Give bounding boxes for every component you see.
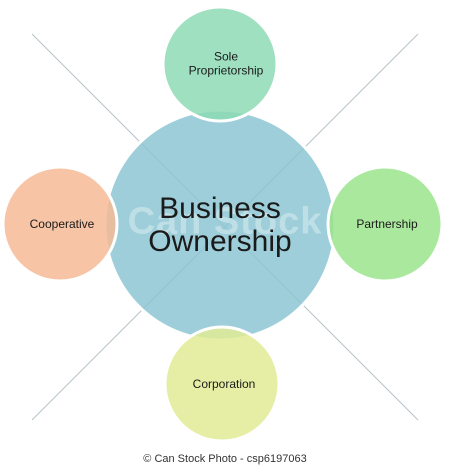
- bottom-label: Corporation: [193, 377, 256, 391]
- credit-text: © Can Stock Photo - csp6197063: [143, 453, 307, 465]
- watermark-text: Can Stock: [127, 200, 323, 243]
- left-circle: [1, 165, 119, 283]
- right-label: Partnership: [356, 217, 417, 231]
- center-label-line-2: Ownership: [148, 225, 292, 258]
- bottom-circle: [163, 325, 281, 443]
- left-label-line-1: Cooperative: [29, 216, 95, 231]
- top-circle: [161, 5, 279, 123]
- center-label: Business Ownership: [148, 192, 291, 258]
- top-label: Sole Proprietorship: [189, 50, 264, 79]
- bottom-label-line-1: Corporation: [192, 376, 256, 391]
- left-label: Cooperative: [30, 217, 95, 231]
- right-circle: [326, 165, 444, 283]
- right-label-line-1: Partnership: [356, 216, 418, 231]
- top-label-line-1: Sole: [213, 49, 239, 64]
- top-label-line-2: Proprietorship: [188, 64, 264, 78]
- center-label-line-1: Business: [159, 192, 281, 225]
